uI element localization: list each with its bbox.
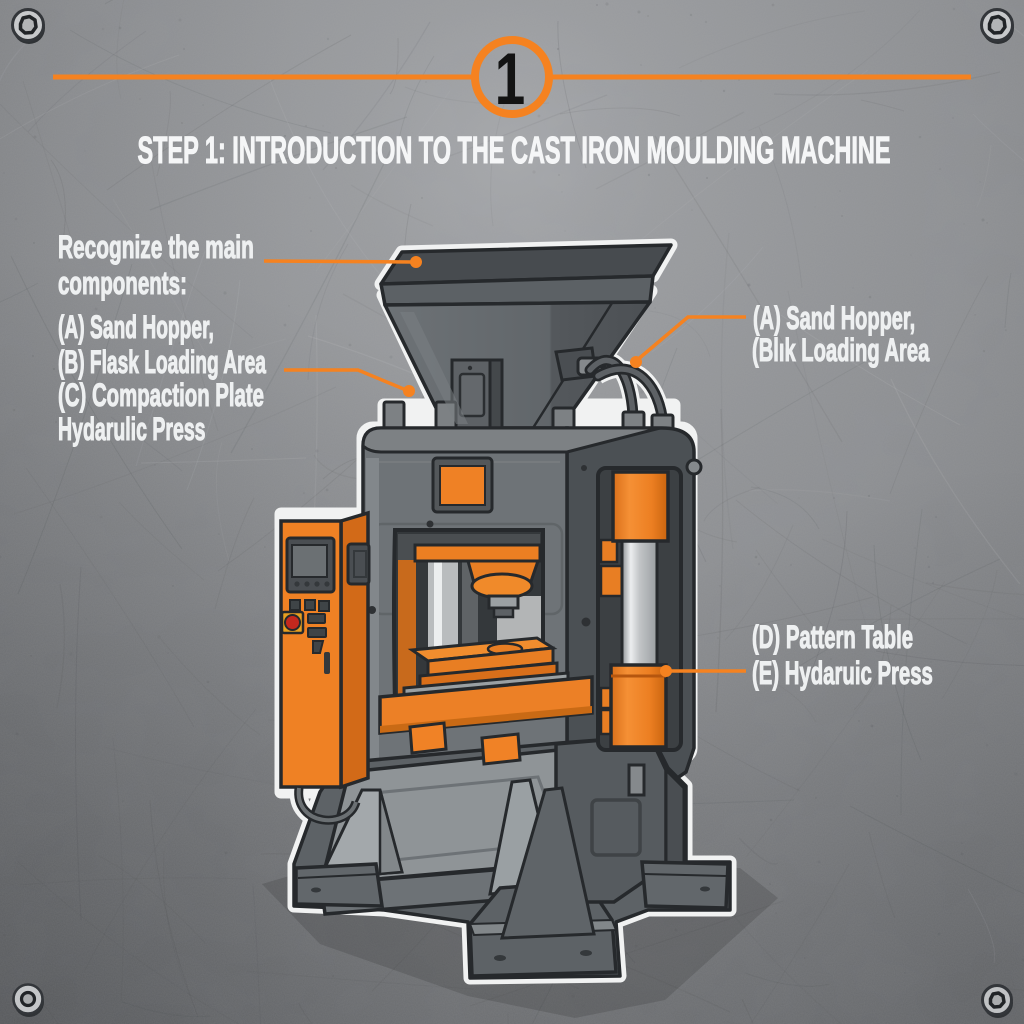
svg-text:(E) Hydaruic Press: (E) Hydaruic Press <box>752 655 933 691</box>
svg-text:(D) Pattern Table: (D) Pattern Table <box>752 619 913 655</box>
svg-text:Recognize the main: Recognize the main <box>58 230 254 266</box>
svg-text:components:: components: <box>58 265 187 301</box>
svg-text:(B) Flask Loading Area: (B) Flask Loading Area <box>58 344 266 380</box>
svg-text:(Blık Loading Area: (Blık Loading Area <box>752 332 930 368</box>
svg-text:(A) Sand Hopper,: (A) Sand Hopper, <box>753 300 915 336</box>
svg-text:(A) Sand Hopper,: (A) Sand Hopper, <box>58 309 214 345</box>
svg-text:(C) Compaction Plate: (C) Compaction Plate <box>58 377 264 413</box>
svg-text:Hydarulic Press: Hydarulic Press <box>58 411 206 447</box>
svg-text:1: 1 <box>495 38 525 119</box>
svg-text:STEP 1: INTRODUCTION TO THE CA: STEP 1: INTRODUCTION TO THE CAST IRON MO… <box>137 128 890 171</box>
